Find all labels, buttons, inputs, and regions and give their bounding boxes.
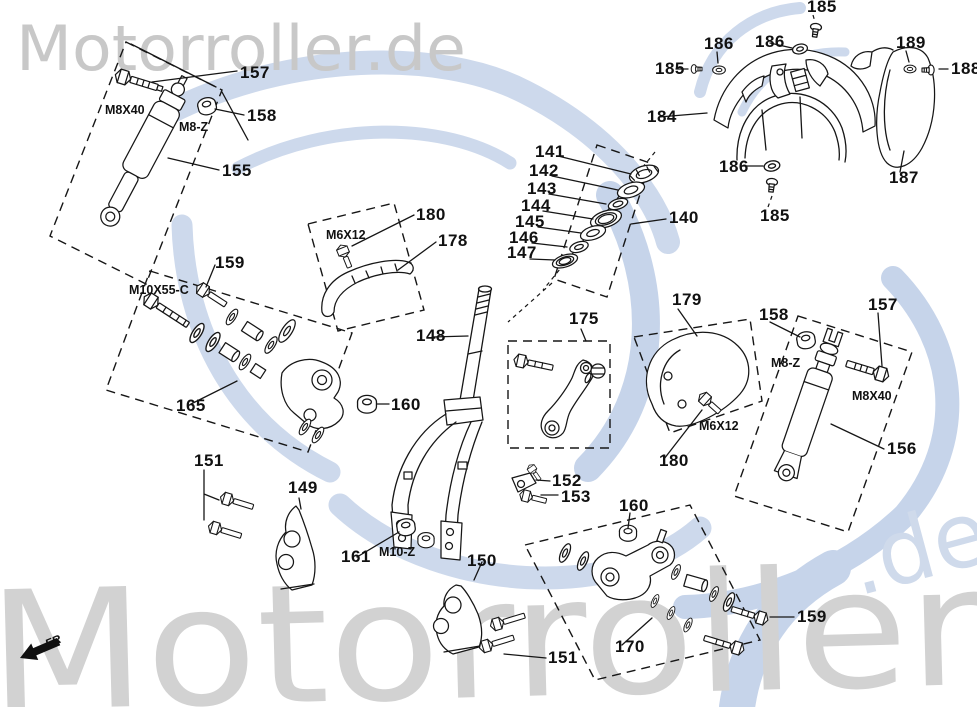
spec-m8x40-right: M8X40 [852,389,892,403]
part-156-shock-absorber [773,327,844,482]
callout-170: 170 [615,637,645,656]
part-153-bolt [517,488,548,504]
callout-186-bottom: 186 [719,157,749,176]
callout-147: 147 [507,243,537,262]
callout-150: 150 [467,551,497,570]
callout-185-left: 185 [655,59,685,78]
spec-m8x40-left: M8X40 [105,103,145,117]
callout-152: 152 [552,471,582,490]
callout-179: 179 [672,290,702,309]
callout-160-left: 160 [391,395,421,414]
callout-156: 156 [887,439,917,458]
callout-143: 143 [527,179,557,198]
box-rear-shock-right [733,315,913,533]
spec-m6x12-left: M6X12 [326,228,366,242]
part-179-cover [645,331,750,427]
part-185-screw-bottom [764,177,779,194]
part-157-bolt-right [845,360,892,384]
callout-189: 189 [896,33,926,52]
callout-146: 146 [509,228,539,247]
spec-m8z-right: M8-Z [771,356,801,370]
callout-155: 155 [222,161,252,180]
callout-158-left: 158 [247,106,277,125]
front-arrow-label: FR [43,632,64,651]
spec-m8z-left: M8-Z [179,120,209,134]
callout-149: 149 [288,478,318,497]
part-151-bolts-upper [206,490,255,539]
part-185-screw-top [808,22,823,39]
callout-157-right: 157 [868,295,898,314]
callout-186-left: 186 [704,34,734,53]
part-149-plate [275,505,316,591]
part-151-bolts-lower [477,612,526,655]
part-150-plate [432,584,483,655]
callout-159-left: 159 [215,253,245,272]
callout-161: 161 [341,547,371,566]
callout-187: 187 [889,168,919,187]
group-boxes [49,41,913,681]
part-186-grommet-bottom [762,159,782,173]
callout-158-right: 158 [759,305,789,324]
callout-151-upper: 151 [194,451,224,470]
callout-184: 184 [647,107,677,126]
callout-160-bottom: 160 [619,496,649,515]
spec-m6x12-right: M6X12 [699,419,739,433]
front-arrow-icon [20,637,61,661]
callout-178: 178 [438,231,468,250]
callout-151-lower: 151 [548,648,578,667]
callout-153: 153 [561,487,591,506]
callout-165: 165 [176,396,206,415]
callout-185-bottom: 185 [760,206,790,225]
box-arm-175 [507,340,611,449]
part-140-bearing-stack [551,164,660,269]
callout-188: 188 [951,59,977,78]
callout-145: 145 [515,212,545,231]
spec-labels: M8X40 M8-Z M10X55-C M6X12 M10-Z M8-Z M8X… [105,103,892,559]
part-157-bolt-left [112,67,164,92]
part-152-bracket [511,462,542,493]
part-155-shock-absorber [100,75,188,227]
callout-185-top: 185 [807,0,837,16]
part-158-nut-right [795,329,817,351]
callout-159-right: 159 [797,607,827,626]
callout-186-top: 186 [755,32,785,51]
front-direction-indicator: FR [20,632,64,661]
part-187-mudguard [850,46,936,168]
part-170-linkage [556,528,771,657]
box-linkage-170 [523,504,762,681]
callout-180-right: 180 [659,451,689,470]
callout-140: 140 [669,208,699,227]
callout-148: 148 [416,326,446,345]
part-178-guard [321,242,414,318]
callout-144: 144 [521,196,551,215]
part-184-fender [713,48,876,163]
watermark-bottom: Motorroller [0,531,977,707]
part-165-linkage [139,280,344,446]
box-bearing-140 [553,144,651,298]
box-rear-shock-left [49,41,223,285]
box-shoe-178 [307,202,425,332]
spec-m10z: M10-Z [379,545,415,559]
callout-labels: 157 158 155 159 165 160 151 149 161 150 … [176,0,977,667]
callout-175: 175 [569,309,599,328]
part-175-arm [512,352,606,439]
part-180-bolt-right [695,389,722,415]
callout-142: 142 [529,161,559,180]
part-189-washer [903,64,917,74]
spec-m10x55c: M10X55-C [129,283,189,297]
leader-lines [151,14,949,659]
part-160-nut-left [356,394,378,414]
watermark-top: Motorroller.de [16,12,466,85]
part-161-nut-b [417,532,435,549]
callout-141: 141 [535,142,565,161]
part-186-grommet-left [712,65,726,75]
box-linkage-165 [105,270,353,453]
callout-180-left: 180 [416,205,446,224]
callout-157-left: 157 [240,63,270,82]
